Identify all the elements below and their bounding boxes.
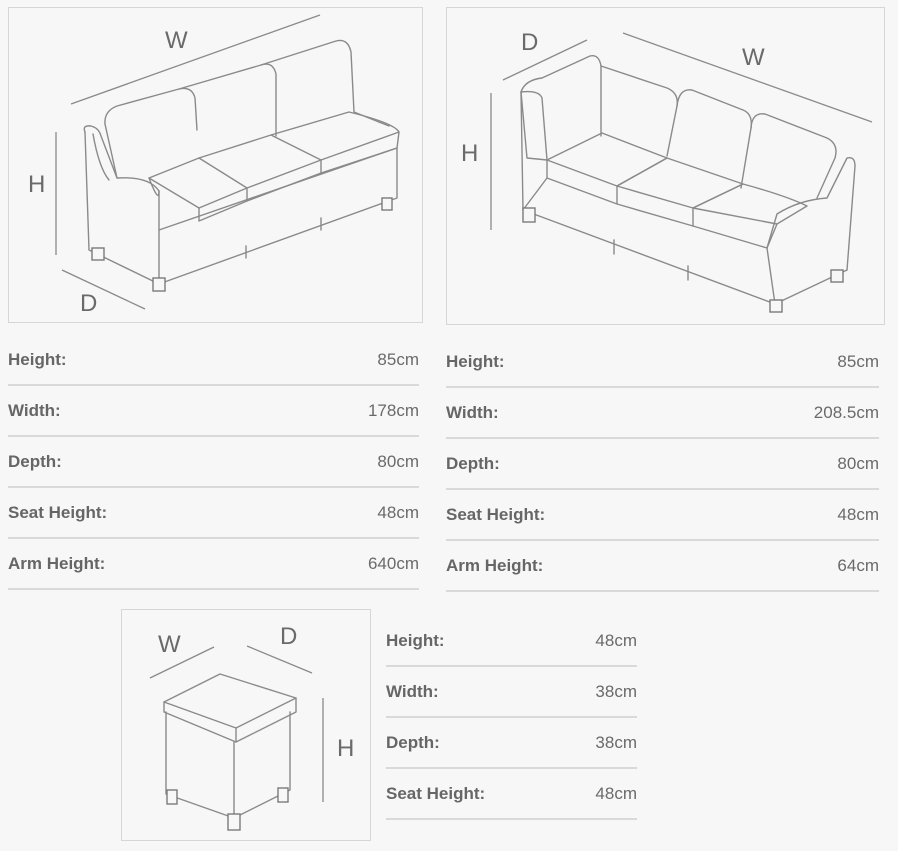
footstool-width-label: W (158, 631, 181, 658)
spec-label: Arm Height: (446, 555, 544, 575)
spec-label: Width: (8, 400, 61, 420)
spec-label: Arm Height: (8, 553, 106, 573)
spec-value: 38cm (595, 681, 637, 701)
sofa-right-depth-label: D (521, 29, 538, 56)
spec-value: 640cm (367, 553, 419, 573)
spec-row-height: Height: 85cm (446, 337, 879, 388)
spec-value: 64cm (837, 555, 879, 575)
sofa-left-height-label: H (28, 171, 45, 198)
spec-label: Depth: (446, 453, 500, 473)
spec-row-height: Height: 85cm (8, 335, 419, 386)
spec-row-width: Width: 208.5cm (446, 388, 879, 439)
spec-value: 48cm (377, 502, 419, 522)
sofa-right-height-label: H (461, 140, 478, 167)
spec-value: 48cm (595, 630, 637, 650)
spec-label: Height: (8, 349, 67, 369)
spec-value: 38cm (595, 732, 637, 752)
sofa-right-diagram: D W H (446, 7, 885, 325)
spec-label: Seat Height: (8, 502, 108, 522)
spec-label: Width: (446, 402, 499, 422)
spec-label: Depth: (8, 451, 62, 471)
footstool-depth-label: D (280, 623, 297, 650)
spec-value: 178cm (367, 400, 419, 420)
sofa-right-specs: Height: 85cm Width: 208.5cm Depth: 80cm … (446, 337, 879, 592)
footstool-height-label: H (337, 735, 354, 762)
spec-label: Depth: (386, 732, 440, 752)
spec-label: Seat Height: (446, 504, 546, 524)
spec-label: Seat Height: (386, 783, 486, 803)
footstool-drawing: W D H (149, 623, 354, 831)
spec-value: 80cm (377, 451, 419, 471)
spec-label: Width: (386, 681, 439, 701)
spec-row-width: Width: 38cm (386, 667, 637, 718)
spec-value: 208.5cm (813, 402, 879, 422)
spec-row-seat-height: Seat Height: 48cm (446, 490, 879, 541)
spec-row-seat-height: Seat Height: 48cm (386, 769, 637, 820)
spec-value: 85cm (837, 351, 879, 371)
spec-label: Height: (446, 351, 505, 371)
footstool-diagram: W D H (121, 609, 371, 841)
spec-value: 85cm (377, 349, 419, 369)
spec-row-depth: Depth: 80cm (446, 439, 879, 490)
spec-row-depth: Depth: 38cm (386, 718, 637, 769)
spec-row-seat-height: Seat Height: 48cm (8, 488, 419, 539)
spec-value: 80cm (837, 453, 879, 473)
footstool-specs: Height: 48cm Width: 38cm Depth: 38cm Sea… (386, 616, 637, 820)
spec-row-height: Height: 48cm (386, 616, 637, 667)
spec-row-arm-height: Arm Height: 640cm (8, 539, 419, 590)
sofa-left-diagram: W H D (8, 7, 423, 323)
spec-value: 48cm (837, 504, 879, 524)
spec-row-arm-height: Arm Height: 64cm (446, 541, 879, 592)
sofa-right-drawing: D W H (461, 29, 873, 313)
spec-label: Height: (386, 630, 445, 650)
spec-row-width: Width: 178cm (8, 386, 419, 437)
sofa-left-width-label: W (165, 27, 188, 54)
spec-value: 48cm (595, 783, 637, 803)
sofa-left-depth-label: D (80, 290, 97, 317)
sofa-left-specs: Height: 85cm Width: 178cm Depth: 80cm Se… (8, 335, 419, 590)
spec-row-depth: Depth: 80cm (8, 437, 419, 488)
sofa-left-drawing: W H D (28, 14, 400, 317)
sofa-right-width-label: W (742, 44, 765, 71)
